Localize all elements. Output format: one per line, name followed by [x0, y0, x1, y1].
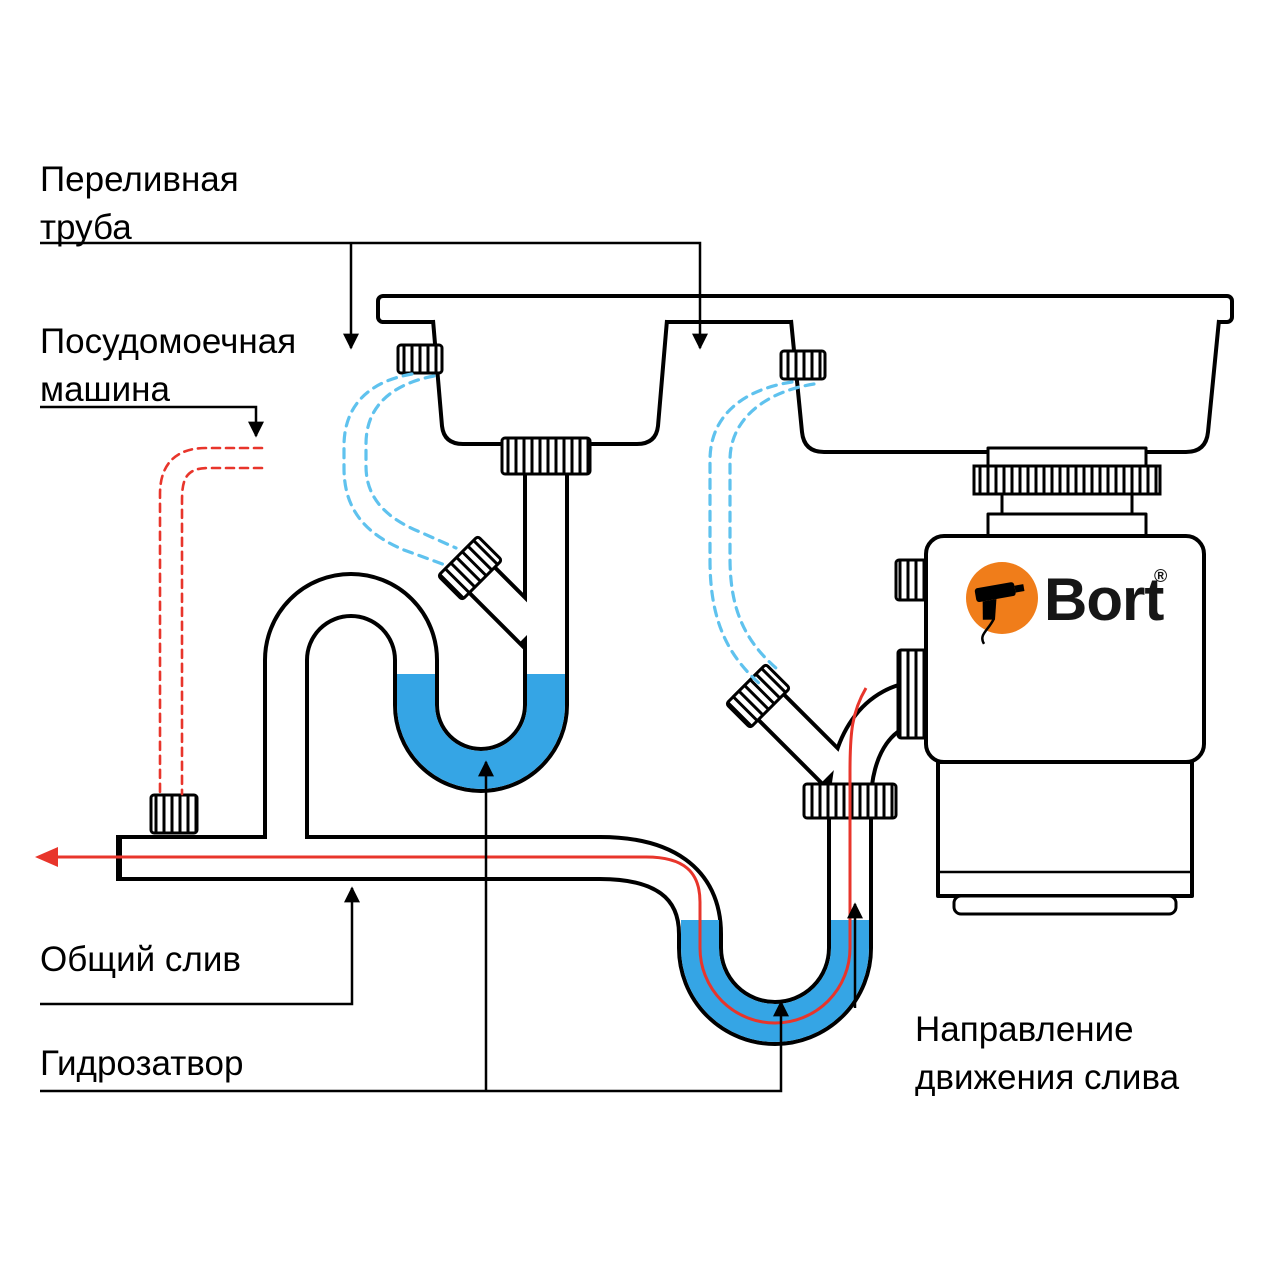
overflow-tube-left	[342, 372, 458, 568]
overflow-tube-right	[708, 380, 816, 686]
pointer-common-drain	[40, 886, 360, 1006]
brand-name: Bort	[1044, 566, 1164, 633]
left-branch-fitting-collar	[437, 535, 503, 601]
disposer-lower-body	[936, 760, 1194, 898]
pointer-overflow-pipe	[40, 241, 708, 350]
label-water-trap: Гидрозатвор	[40, 1044, 244, 1083]
right-sink-basin	[789, 319, 1221, 454]
left-sink-basin	[431, 319, 669, 446]
dishwasher-hose	[158, 446, 264, 796]
pointer-water-trap-right	[40, 1000, 789, 1093]
right-sink-overflow-nub	[779, 349, 827, 381]
label-flow-direction: Направление движения слива	[915, 1010, 1180, 1098]
left-drain-coupling	[500, 436, 592, 476]
registered-mark: ®	[1154, 566, 1167, 586]
countertop	[376, 294, 1234, 324]
label-common-drain: Общий слив	[40, 940, 241, 979]
label-pointers	[40, 241, 863, 1093]
drain-flow-line	[35, 687, 868, 1025]
dishwasher-inlet-nub	[149, 793, 199, 835]
right-branch-fitting-collar	[725, 663, 791, 729]
left-sink-overflow-nub	[396, 343, 444, 375]
disposer-unit: Bort ®	[924, 446, 1206, 916]
bort-logo: Bort ®	[966, 562, 1167, 645]
drill-icon	[974, 582, 1025, 645]
label-overflow-pipe: Переливная труба	[40, 160, 239, 248]
pointer-dishwasher	[40, 405, 264, 438]
label-dishwasher: Посудомоечная машина	[40, 322, 297, 410]
disposer-bottom-cap	[952, 894, 1178, 916]
flow-arrowhead	[35, 847, 58, 867]
